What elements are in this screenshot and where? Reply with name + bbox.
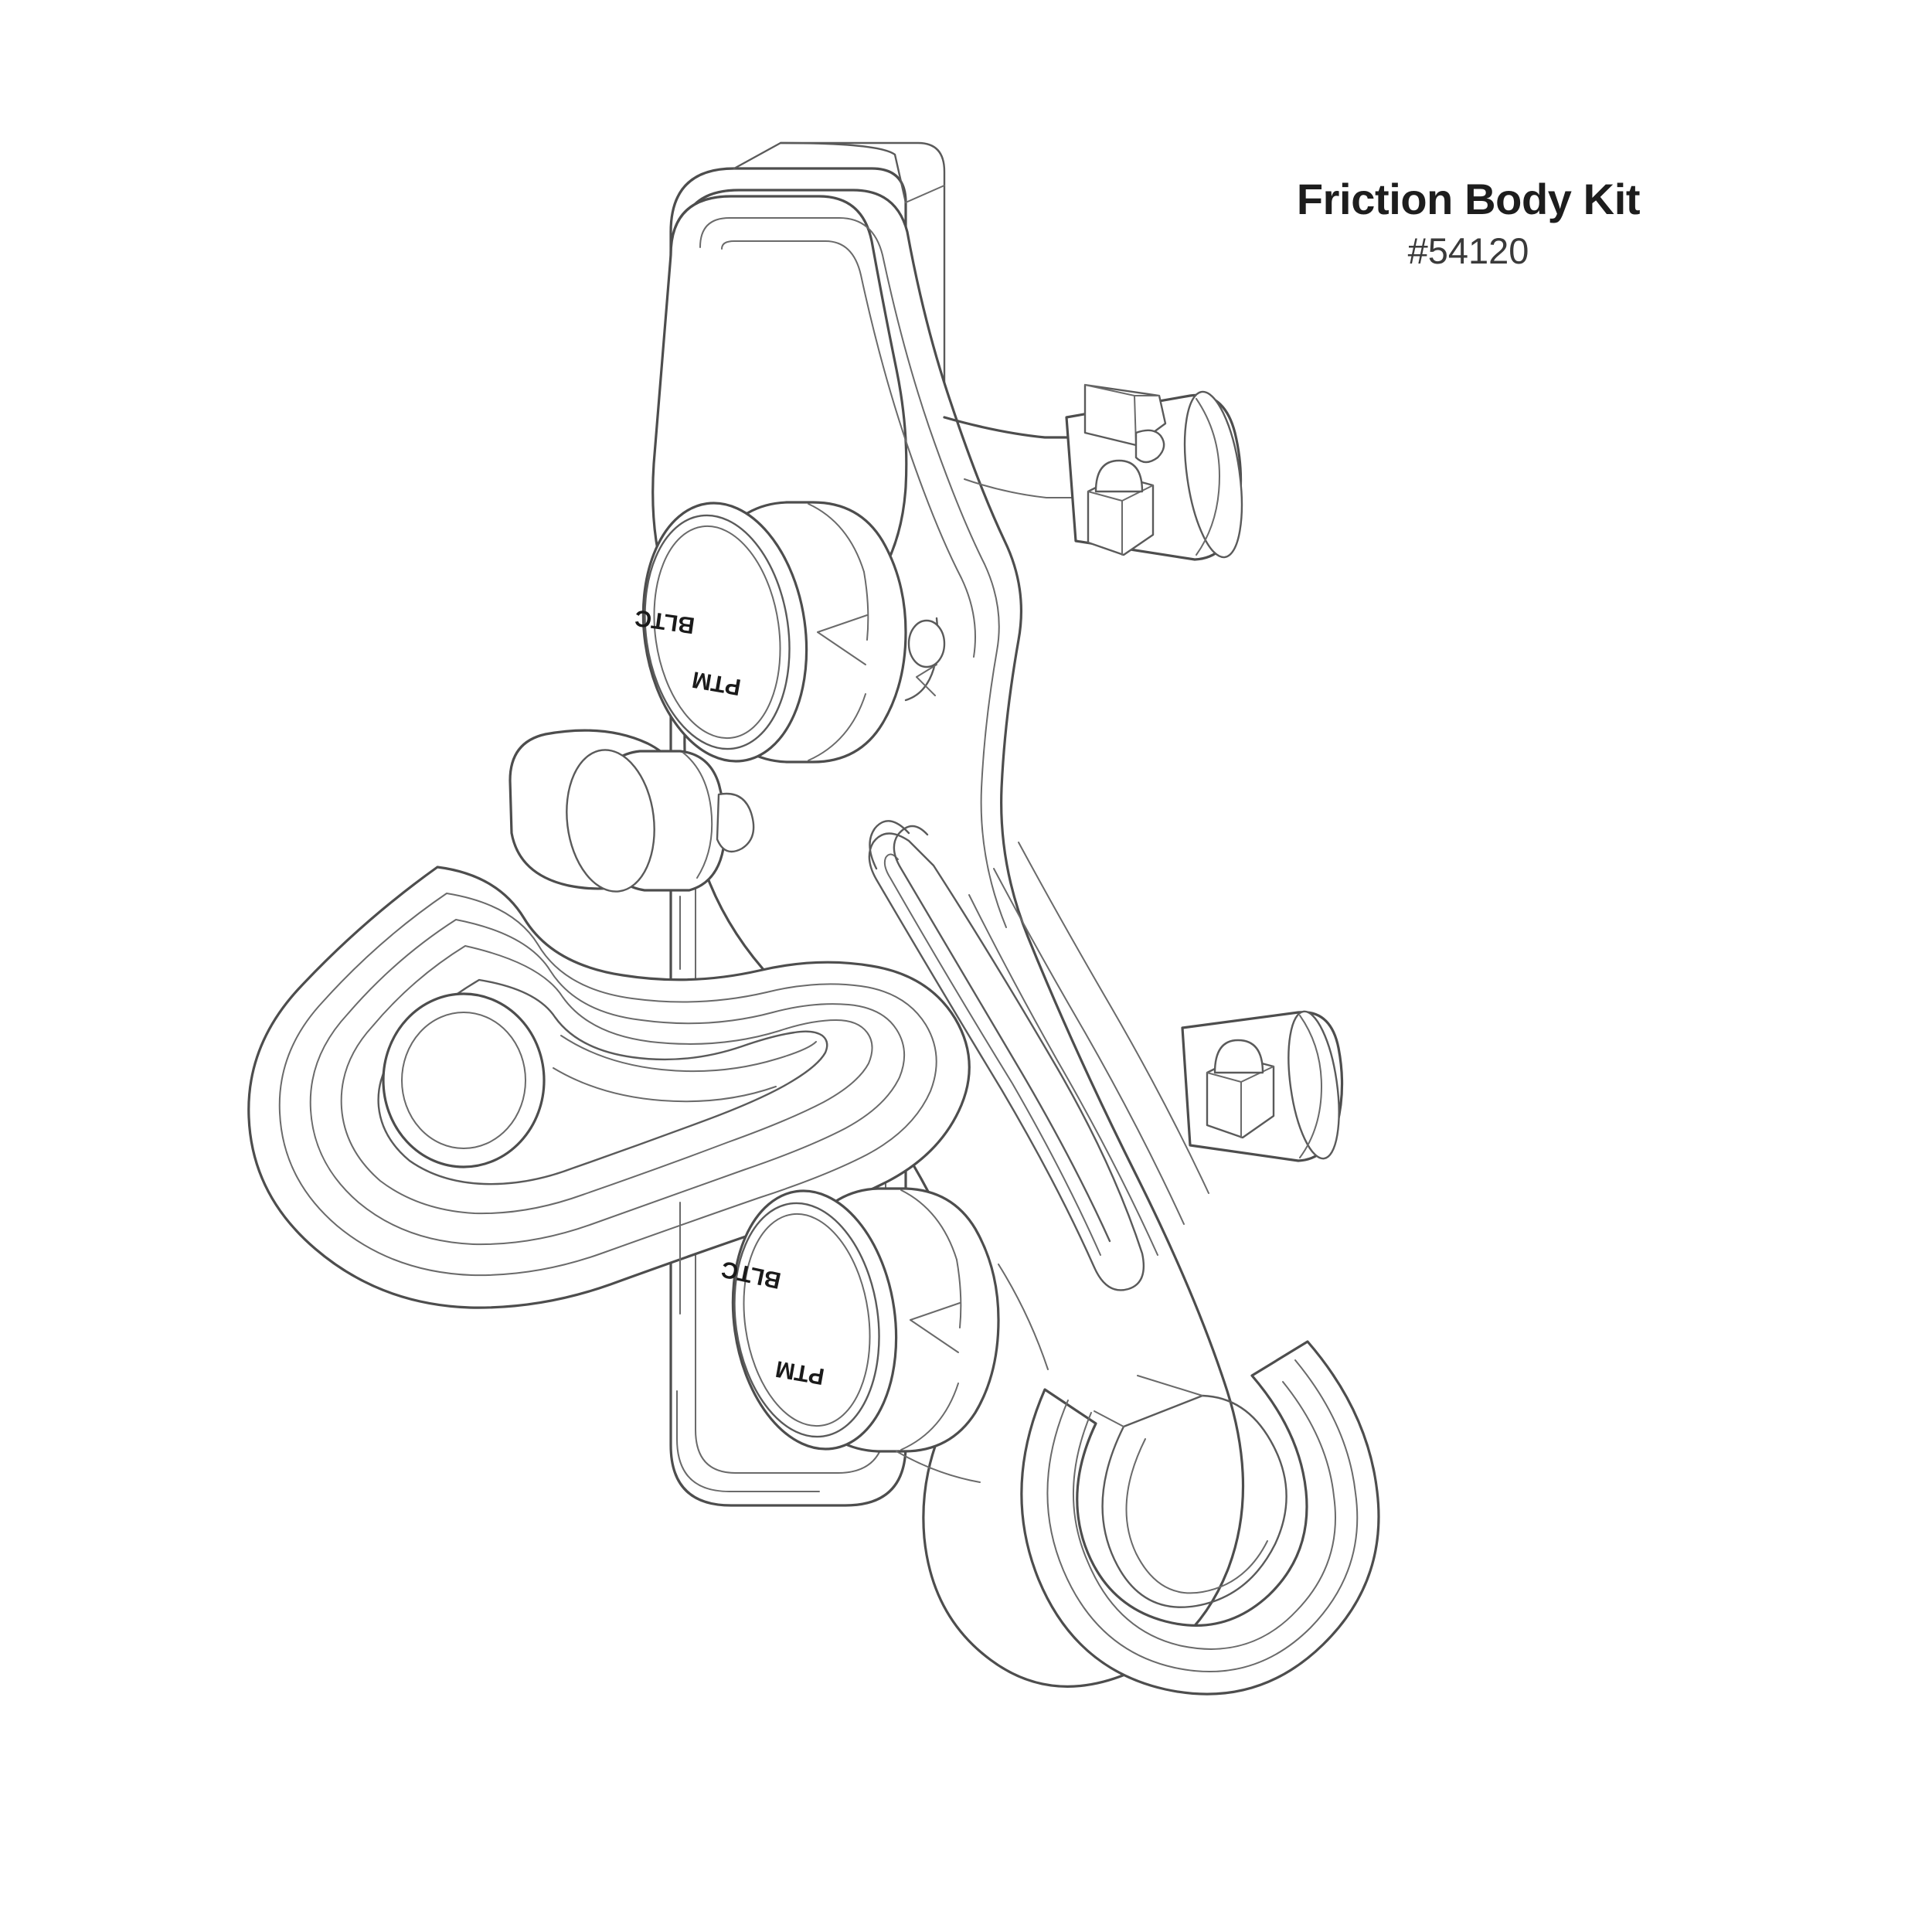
- locating-hole: [907, 619, 946, 668]
- upper-pin-boss: [1065, 383, 1243, 561]
- lower-knob[interactable]: BLTC PTM: [717, 1180, 1000, 1460]
- body-front-edges: [679, 896, 1049, 1483]
- small-knob[interactable]: [509, 729, 755, 896]
- kit-title: Friction Body Kit: [1296, 175, 1641, 223]
- bottom-loop: [1020, 1340, 1380, 1696]
- lower-pin-boss: [1181, 1010, 1344, 1162]
- title-block: Friction Body Kit #54120: [1182, 175, 1754, 275]
- upper-knob[interactable]: BLTC PTM: [628, 492, 907, 772]
- kit-part-number: #54120: [1407, 230, 1529, 272]
